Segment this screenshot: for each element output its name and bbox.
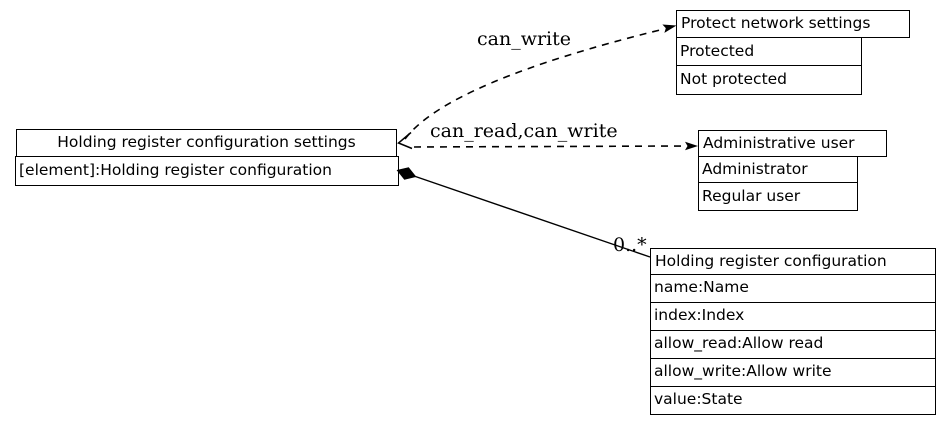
node-protect-literal-label: Not protected <box>680 69 788 88</box>
can-read-can-write-edge <box>413 145 686 148</box>
node-holding-attribute: allow_write:Allow write <box>650 357 936 387</box>
node-protect-title-label: Protect network settings <box>681 14 871 33</box>
node-holding-attribute-label: allow_write:Allow write <box>654 362 832 381</box>
node-admin-title-label: Administrative user <box>703 133 855 152</box>
node-holding-attribute: value:State <box>650 385 936 415</box>
node-settings-title: Holding register configuration settings <box>16 129 397 157</box>
node-holding-attribute-label: value:State <box>654 390 743 409</box>
node-holding-attribute-label: index:Index <box>654 306 745 325</box>
node-holding-attribute-label: name:Name <box>654 278 749 297</box>
node-holding-attribute: allow_read:Allow read <box>650 329 936 359</box>
node-protect-literal: Not protected <box>676 64 862 95</box>
node-settings-attribute: [element]:Holding register configuration <box>15 155 399 186</box>
node-settings-title-label: Holding register configuration settings <box>57 133 356 152</box>
node-holding-title-label: Holding register configuration <box>655 251 887 270</box>
composition-diamond-icon <box>396 167 417 180</box>
edge-label-multiplicity: 0..* <box>613 234 647 256</box>
node-admin-title: Administrative user <box>698 130 887 157</box>
node-holding-attribute-label: allow_read:Allow read <box>654 334 824 353</box>
can-write-arrowhead-icon <box>662 24 677 33</box>
node-holding-title: Holding register configuration <box>650 248 936 275</box>
node-protect-literal-label: Protected <box>680 41 755 60</box>
node-protect-title: Protect network settings <box>676 10 910 38</box>
node-admin-literal-label: Regular user <box>702 186 801 205</box>
node-holding-attribute: name:Name <box>650 273 936 303</box>
source-open-arrowhead-icon <box>397 131 413 150</box>
node-admin-literal: Regular user <box>698 182 858 211</box>
node-holding-attribute: index:Index <box>650 301 936 331</box>
can-read-can-write-arrowhead-icon <box>685 141 698 151</box>
node-protect-literal: Protected <box>676 36 862 66</box>
node-admin-literal: Administrator <box>698 155 858 184</box>
node-admin-literal-label: Administrator <box>702 159 808 178</box>
node-settings-attribute-label: [element]:Holding register configuration <box>19 160 332 179</box>
edge-label-can-write: can_write <box>477 28 572 50</box>
edge-label-can-read-can-write: can_read,can_write <box>430 120 618 142</box>
